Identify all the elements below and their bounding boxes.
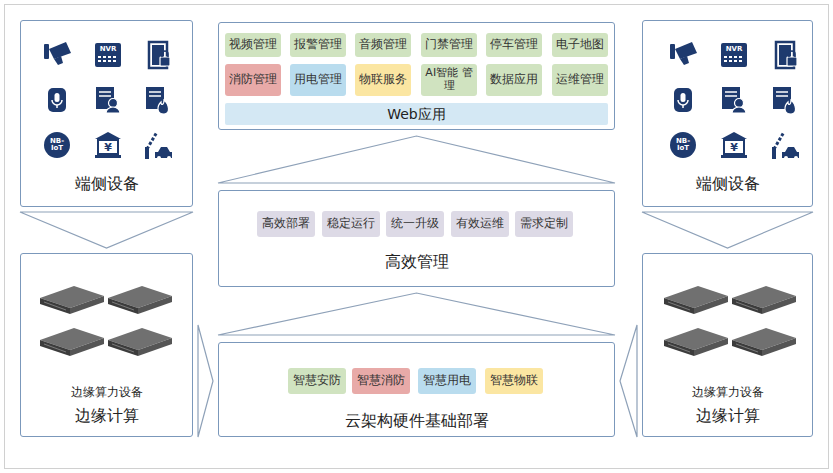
nvr-icon: [95, 43, 121, 67]
flow-arrow: [218, 136, 615, 183]
module-label: 报警管理: [290, 38, 346, 52]
module-label: 电子地图: [552, 38, 608, 52]
module-pill: 音频管理: [355, 33, 411, 57]
alarm-icon: [722, 87, 746, 113]
server-icon: [108, 328, 172, 356]
web-band: Web应用: [225, 103, 608, 125]
module-label: 运维管理: [552, 73, 608, 87]
module-label: 消防管理: [225, 73, 281, 87]
module-label: 停车管理: [486, 38, 542, 52]
panel-title: 边缘计算: [21, 406, 192, 425]
panel-title: 高效管理: [219, 252, 614, 271]
camera-icon: [670, 42, 697, 65]
panel-title: 边缘算力设备: [21, 385, 192, 399]
server-icon: [40, 286, 104, 314]
module-pill: 物联服务: [355, 64, 411, 96]
flow-arrow: [620, 325, 637, 437]
module-label: 门禁管理: [421, 38, 477, 52]
module-label: 有效运维: [452, 217, 508, 231]
alarm-icon: [96, 87, 120, 113]
module-pill: 消防管理: [225, 64, 281, 96]
module-label: 用电管理: [290, 73, 346, 87]
module-label: 智慧用电: [419, 374, 475, 388]
module-pill: 智慧消防: [352, 368, 410, 394]
panel-box: 端侧设备: [642, 20, 813, 207]
module-pill: 报警管理: [290, 33, 346, 57]
nbiot-icon: [670, 132, 696, 158]
server-icon: [664, 328, 728, 356]
flow-arrow: [218, 293, 615, 335]
module-label: 高效部署: [258, 217, 314, 231]
module-label: 智慧安防: [289, 374, 345, 388]
panel-box: 云架构硬件基础部署 智慧安防智慧消防智慧用电智慧物联: [218, 342, 615, 437]
panel-title: 边缘算力设备: [643, 385, 812, 399]
microphone-icon: [48, 88, 66, 112]
module-pill: 电子地图: [552, 33, 608, 57]
panel-box: 边缘算力设备边缘计算: [20, 253, 193, 437]
module-pill: 运维管理: [552, 64, 608, 96]
module-pill: 有效运维: [451, 211, 509, 237]
panel-box: Web应用 视频管理报警管理音频管理门禁管理停车管理电子地图消防管理用电管理物联服…: [218, 22, 615, 130]
door-icon: [776, 42, 797, 68]
module-pill: 智慧安防: [288, 368, 346, 394]
panel-title: 云架构硬件基础部署: [219, 411, 614, 430]
module-label: AI智能 管理: [421, 67, 477, 92]
outer-frame: [5, 5, 829, 469]
module-pill: 用电管理: [290, 64, 346, 96]
microphone-icon: [674, 88, 692, 112]
server-icon: [732, 328, 796, 356]
server-icon: [40, 328, 104, 356]
bank-icon: [95, 132, 121, 158]
bank-icon: [721, 132, 747, 158]
parking-icon: [772, 132, 799, 160]
flow-arrow: [20, 212, 193, 248]
panel-box: 边缘算力设备边缘计算: [642, 253, 813, 437]
module-pill: 门禁管理: [421, 33, 477, 57]
module-label: 智慧物联: [486, 374, 542, 388]
module-pill: 高效部署: [257, 211, 315, 237]
module-label: 统一升级: [387, 217, 443, 231]
module-label: 音频管理: [355, 38, 411, 52]
panel-box: 端侧设备: [20, 20, 193, 207]
module-label: 稳定运行: [323, 217, 379, 231]
fire-icon: [146, 87, 169, 114]
server-icon: [108, 286, 172, 314]
camera-icon: [44, 42, 71, 65]
module-pill: AI智能 管理: [421, 64, 477, 96]
panel-title: 边缘计算: [643, 406, 812, 425]
panel-box: 高效管理 高效部署稳定运行统一升级有效运维需求定制: [218, 190, 615, 287]
module-label: 智慧消防: [353, 374, 409, 388]
module-pill: 智慧用电: [418, 368, 476, 394]
nvr-icon: [721, 43, 747, 67]
module-label: 需求定制: [516, 217, 572, 231]
parking-icon: [145, 132, 172, 160]
module-pill: 稳定运行: [322, 211, 380, 237]
flow-arrow: [198, 325, 213, 437]
module-label: 视频管理: [225, 38, 281, 52]
server-icon: [732, 286, 796, 314]
module-pill: 统一升级: [386, 211, 444, 237]
panel-title: 端侧设备: [21, 174, 192, 193]
module-label: 物联服务: [355, 73, 411, 87]
server-icon: [664, 286, 728, 314]
module-pill: 需求定制: [515, 211, 573, 237]
module-pill: 数据应用: [486, 64, 542, 96]
fire-icon: [773, 87, 796, 114]
module-label: 数据应用: [486, 73, 542, 87]
panel-title: 端侧设备: [643, 174, 812, 193]
module-pill: 视频管理: [225, 33, 281, 57]
nbiot-icon: [44, 132, 70, 158]
module-pill: 停车管理: [486, 33, 542, 57]
door-icon: [149, 42, 170, 68]
module-pill: 智慧物联: [485, 368, 543, 394]
flow-arrow: [642, 212, 813, 248]
